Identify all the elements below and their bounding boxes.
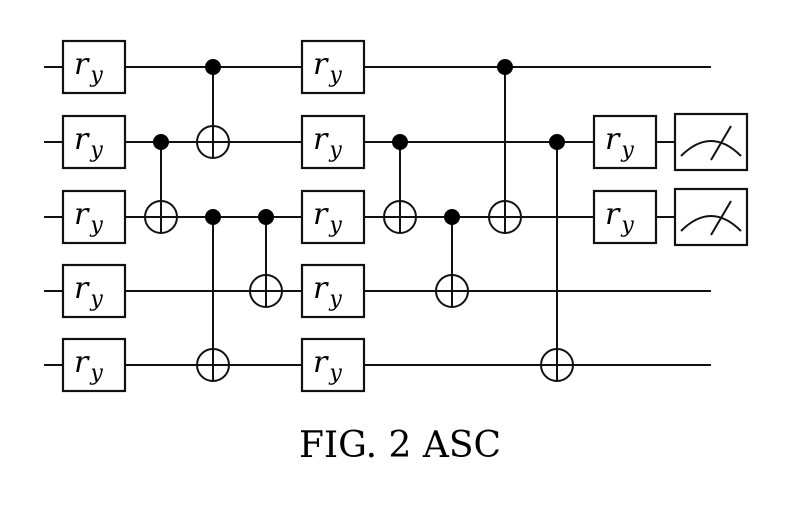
cnot-control-dot	[258, 209, 274, 225]
ry-gate-label: ry	[313, 197, 342, 238]
meter-arc-icon	[680, 140, 742, 157]
quantum-circuit: ry ry ry ry ry ry ry ry ry ry ry ry	[44, 39, 749, 393]
ry-gate-label: ry	[313, 271, 342, 312]
cnot-control-dot	[205, 59, 221, 75]
cnot-control-dot	[205, 209, 221, 225]
cnot-control-dot	[549, 134, 565, 150]
ry-gate-box	[300, 263, 366, 319]
ry-gate-box	[300, 39, 366, 95]
ry-gate-label: ry	[74, 197, 103, 238]
cnot-control-dot	[444, 209, 460, 225]
ry-gate-box	[592, 114, 658, 170]
ry-gate-label: ry	[74, 122, 103, 163]
ry-gate-box	[300, 189, 366, 245]
ry-gate-box	[300, 114, 366, 170]
cnot-control-dot	[392, 134, 408, 150]
ry-gate-box	[592, 189, 658, 245]
ry-gate-label: ry	[313, 47, 342, 88]
ry-gate-box	[300, 337, 366, 393]
ry-gate-label: ry	[313, 345, 342, 386]
meter-arc-icon	[680, 215, 742, 232]
ry-gate-box	[61, 39, 127, 95]
ry-gate-label: ry	[605, 122, 634, 163]
ry-gate-label: ry	[74, 271, 103, 312]
cnot-control-dot	[497, 59, 513, 75]
ry-gate-box	[61, 114, 127, 170]
meter-needle-icon	[710, 125, 732, 161]
ry-gate-box	[61, 337, 127, 393]
ry-gate-label: ry	[74, 345, 103, 386]
ry-gate-box	[61, 189, 127, 245]
ry-gate-box	[61, 263, 127, 319]
ry-gate-label: ry	[74, 47, 103, 88]
cnot-control-dot	[153, 134, 169, 150]
ry-gate-label: ry	[605, 197, 634, 238]
ry-gate-label: ry	[313, 122, 342, 163]
figure-caption: FIG. 2 ASC	[298, 425, 502, 466]
meter-needle-icon	[710, 200, 732, 236]
